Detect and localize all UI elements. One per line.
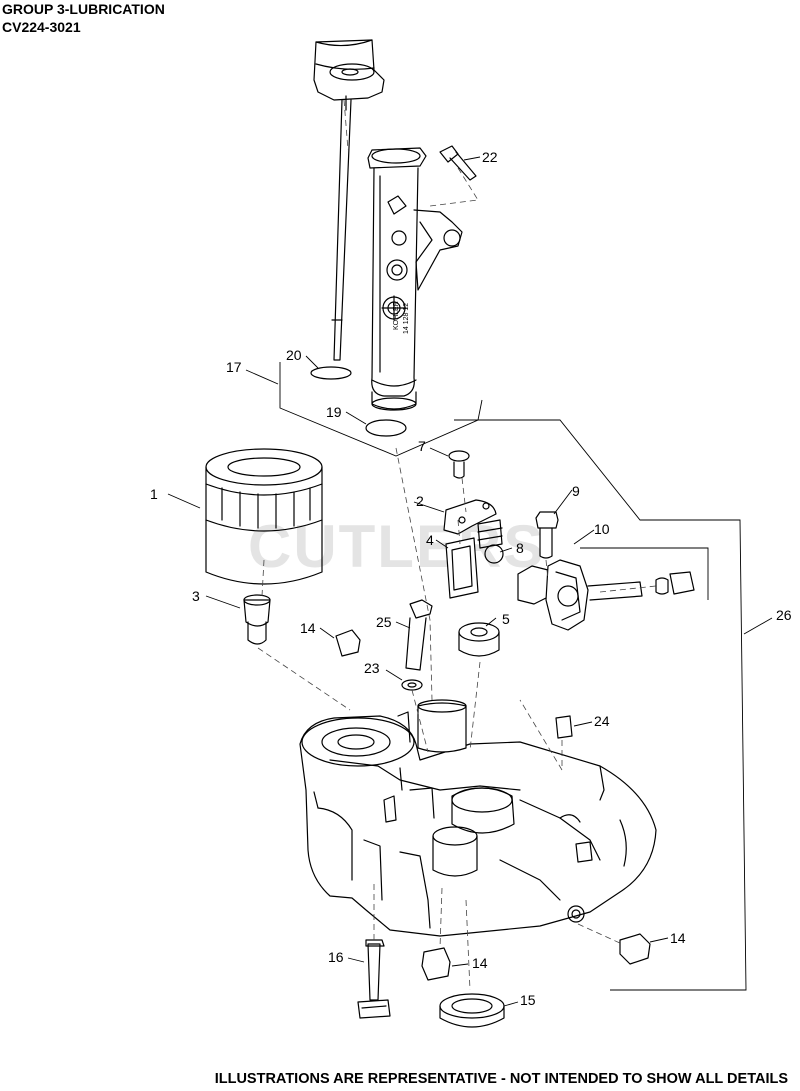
callout-25: 25 xyxy=(376,614,392,630)
dipstick-tube xyxy=(367,147,463,411)
dowel-pin xyxy=(555,715,573,739)
relief-plate xyxy=(443,499,497,535)
dipstick xyxy=(313,39,385,361)
callout-23: 23 xyxy=(364,660,380,676)
callout-3: 3 xyxy=(192,588,200,604)
oil-pump xyxy=(517,559,695,631)
model-number: CV224-3021 xyxy=(2,19,81,35)
callout-5: 5 xyxy=(502,611,510,627)
plug-14-right xyxy=(619,933,651,965)
oil-filter xyxy=(205,448,323,585)
relief-spring xyxy=(477,519,503,549)
callout-24: 24 xyxy=(594,713,610,729)
tube-marking-number: 14 128 12 xyxy=(403,303,410,334)
filter-adapter xyxy=(243,594,271,645)
callout-4: 4 xyxy=(426,532,434,548)
tube-marking-brand: KOHLER xyxy=(393,301,400,330)
kit-10-bracket xyxy=(580,547,709,600)
callout-14-bottom: 14 xyxy=(472,955,488,971)
relief-ball xyxy=(484,544,504,564)
o-ring-19 xyxy=(365,419,407,437)
watermark-text: CUTLERS xyxy=(248,513,545,580)
plug-14-bottom xyxy=(421,947,451,981)
pump-shaft xyxy=(405,599,433,671)
callout-2: 2 xyxy=(416,493,424,509)
o-ring-20 xyxy=(310,366,352,380)
disclaimer-footer: ILLUSTRATIONS ARE REPRESENTATIVE - NOT I… xyxy=(214,1071,788,1087)
kit-26-bracket xyxy=(454,419,747,991)
callout-8: 8 xyxy=(516,540,524,556)
callout-22: 22 xyxy=(482,149,498,165)
callout-1: 1 xyxy=(150,486,158,502)
callout-14-right: 14 xyxy=(670,930,686,946)
gasket xyxy=(445,537,479,599)
callout-7: 7 xyxy=(418,438,426,454)
group-title: GROUP 3-LUBRICATION xyxy=(2,1,165,17)
bolt-16 xyxy=(357,939,391,1019)
oil-seal xyxy=(439,993,505,1028)
callout-20: 20 xyxy=(286,347,302,363)
callout-26: 26 xyxy=(776,607,792,623)
screw-7 xyxy=(448,450,470,479)
callout-10: 10 xyxy=(594,521,610,537)
closure-plate xyxy=(299,699,657,937)
callout-17: 17 xyxy=(226,359,242,375)
callout-19: 19 xyxy=(326,404,342,420)
callout-14-upper: 14 xyxy=(300,620,316,636)
screw-9 xyxy=(535,511,559,559)
callout-16: 16 xyxy=(328,949,344,965)
callout-9: 9 xyxy=(572,483,580,499)
kit-17-bracket xyxy=(279,362,483,457)
screw-22 xyxy=(439,145,477,181)
callout-15: 15 xyxy=(520,992,536,1008)
plug-14-upper xyxy=(335,629,361,657)
washer-23 xyxy=(401,679,423,691)
pump-rotor xyxy=(458,622,500,657)
